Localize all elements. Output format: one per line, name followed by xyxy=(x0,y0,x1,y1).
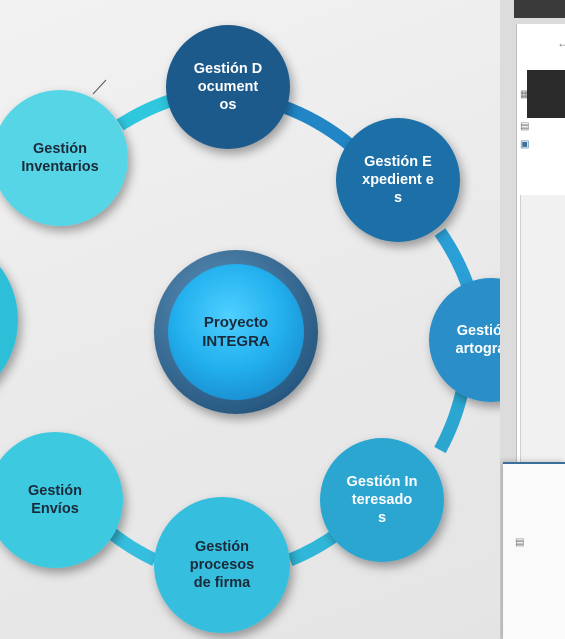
center-label-line1: Proyecto xyxy=(203,314,269,331)
node-gestion-interesados xyxy=(320,438,444,562)
arrow-left-icon[interactable]: ← xyxy=(557,36,565,50)
node-label-envios: Gestión Envíos xyxy=(28,483,82,517)
clipboard-icon[interactable]: ▤ xyxy=(515,537,525,548)
background-app-window: ← ▦ ▤ ▣ ▤ xyxy=(500,0,565,639)
node-label-inventarios: Gestión Inventarios xyxy=(21,141,99,175)
window-toolbar: ← xyxy=(516,24,565,64)
window-dialog: ▤ xyxy=(503,462,565,639)
clipboard-icon[interactable]: ▤ xyxy=(520,121,530,132)
node-gestion-envios xyxy=(0,432,123,568)
window-dark-panel xyxy=(527,70,565,118)
node-gestion-documentos xyxy=(166,25,290,149)
node-gestion-expedientes xyxy=(336,118,460,242)
window-grey-panel xyxy=(520,195,565,495)
node-cut-off xyxy=(0,266,18,374)
center-label: Proyecto INTEGRA xyxy=(186,302,286,362)
node-label-procesos-firma: Gestión procesos de firma xyxy=(189,539,255,591)
node-gestion-inventarios xyxy=(0,90,128,226)
window-titlebar xyxy=(514,0,565,18)
grid-icon[interactable]: ▦ xyxy=(520,89,530,100)
node-label-documentos: Gestión Document os xyxy=(193,61,263,113)
center-label-line2: INTEGRA xyxy=(202,333,270,350)
center-hub xyxy=(154,250,318,414)
decorative-line xyxy=(92,79,107,95)
node-label-interesados: Gestión Interesado s xyxy=(346,474,418,526)
node-label-expedientes: Gestión Expedient es xyxy=(362,154,434,206)
node-gestion-procesos-firma xyxy=(154,497,290,633)
document-icon[interactable]: ▣ xyxy=(520,139,530,150)
